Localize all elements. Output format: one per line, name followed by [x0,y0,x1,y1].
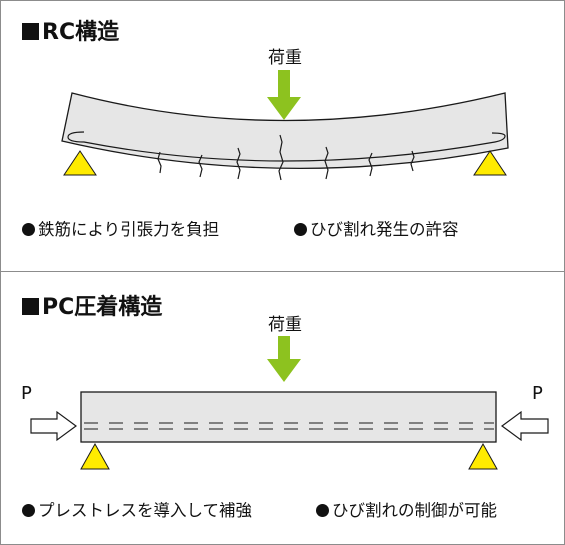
prestress-right-label: P [532,383,543,404]
crack-line [157,151,162,174]
title-square-icon [22,298,39,315]
rc-caption-2-text: ひび割れ発生の許容 [310,220,459,239]
pc-caption-2: ひび割れの制御が可能 [316,497,497,521]
rc-caption-2: ひび割れ発生の許容 [294,216,459,240]
rc-left-support-icon [63,150,97,176]
pc-title-text: PC圧着構造 [42,295,163,320]
rc-load-label: 荷重 [268,48,302,68]
crack-line [236,147,241,180]
rc-right-support-icon [473,150,507,176]
title-square-icon [22,23,39,40]
bullet-icon [294,223,307,236]
pc-caption-2-text: ひび割れの制御が可能 [332,501,497,520]
prestress-left-arrow-icon [30,410,78,442]
bullet-icon [316,504,329,517]
rc-beam-body [61,92,509,170]
pc-left-support-icon [80,442,110,470]
section-divider [0,271,565,272]
crack-line [410,150,415,172]
pc-load-arrow-icon [267,336,301,382]
pc-load-label: 荷重 [268,315,302,335]
pc-right-support-icon [468,442,498,470]
crack-line [278,134,284,181]
bullet-icon [22,504,35,517]
crack-line [198,154,203,178]
pc-beam [80,391,497,443]
rc-beam [61,92,509,181]
pc-tendon [84,422,494,430]
pc-section-title: PC圧着構造 [22,289,162,321]
crack-line [368,152,373,177]
rc-section-title: RC構造 [22,14,119,46]
pc-caption-1-text: プレストレスを導入して補強 [38,501,253,520]
prestress-right-arrow-icon [500,410,549,442]
crack-line [324,146,329,180]
rc-caption-1-text: 鉄筋により引張力を負担 [38,220,220,239]
bullet-icon [22,223,35,236]
rc-cracks [157,134,415,181]
rc-title-text: RC構造 [42,20,120,45]
pc-caption-1: プレストレスを導入して補強 [22,497,252,521]
rc-rebar [67,131,506,162]
rc-caption-1: 鉄筋により引張力を負担 [22,216,219,240]
rc-load-arrow-icon [267,70,301,120]
prestress-left-label: P [21,383,32,404]
